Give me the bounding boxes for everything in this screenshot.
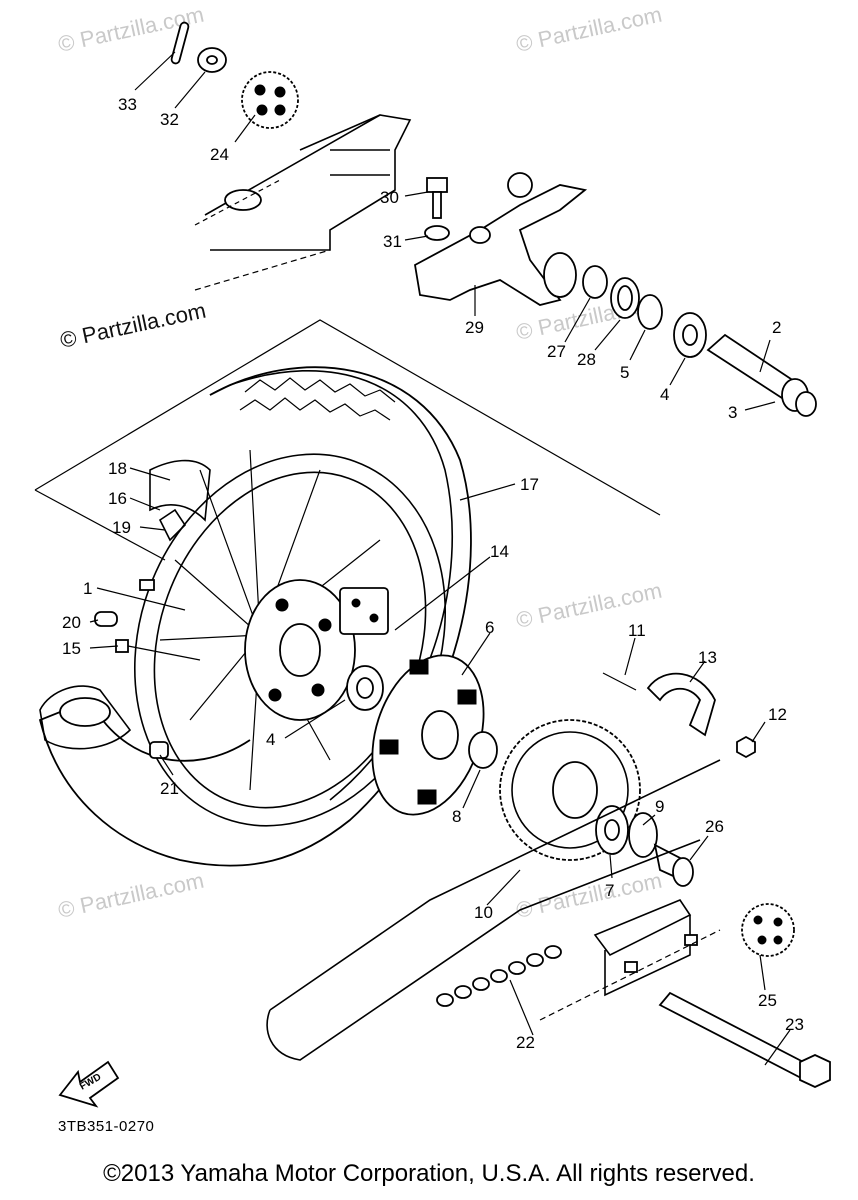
callout-12: 12 xyxy=(768,705,787,724)
tensioner-sprocket-top xyxy=(241,71,299,129)
bearing xyxy=(673,312,707,358)
callout-25: 24 xyxy=(210,145,229,164)
swingarm-top xyxy=(194,114,412,291)
castle-nut xyxy=(197,47,227,73)
tire-and-rim-outline-box xyxy=(34,319,661,561)
rim-band xyxy=(158,508,187,542)
callout-10: 10 xyxy=(474,903,493,922)
callout-3: 3 xyxy=(728,403,737,422)
callout-14: 14 xyxy=(490,542,509,561)
spacer xyxy=(637,294,663,330)
axle-collar xyxy=(582,265,608,299)
tensioner-sprocket-bottom xyxy=(741,903,795,957)
callout-6: 6 xyxy=(485,618,494,637)
callout-24: 25 xyxy=(758,991,777,1010)
callout-22: 22 xyxy=(516,1033,535,1052)
copyright-notice: ©2013 Yamaha Motor Corporation, U.S.A. A… xyxy=(103,1160,755,1187)
cotter-pin xyxy=(170,21,190,65)
watermark: © Partzilla.com xyxy=(56,868,206,923)
callout-2: 2 xyxy=(772,318,781,337)
callout-17: 17 xyxy=(520,475,539,494)
callout-32: 32 xyxy=(160,110,179,129)
callout-1: 1 xyxy=(83,579,92,598)
forward-arrow-icon: FWD xyxy=(58,1060,120,1108)
oil-seal xyxy=(610,277,640,319)
callout-8: 8 xyxy=(452,807,461,826)
callout-33: 33 xyxy=(118,95,137,114)
callout-4-top: 4 xyxy=(660,385,669,404)
watermark: © Partzilla.com xyxy=(514,2,664,57)
callout-27: 27 xyxy=(547,342,566,361)
callout-19: 19 xyxy=(112,518,131,537)
caliper-washer xyxy=(424,225,450,241)
callout-20: 20 xyxy=(62,613,81,632)
callout-30: 30 xyxy=(380,188,399,207)
tube xyxy=(39,685,132,750)
callout-31: 31 xyxy=(383,232,402,251)
valve-stem xyxy=(149,741,169,759)
spoke-nipple-set xyxy=(94,611,118,627)
callout-29: 29 xyxy=(465,318,484,337)
hub xyxy=(244,579,356,721)
spoke-screws xyxy=(115,579,201,661)
callout-11: 11 xyxy=(628,621,646,640)
oil-seal-right xyxy=(628,812,658,858)
caliper-bolt xyxy=(426,177,448,219)
bearing-right xyxy=(595,805,629,855)
swingarm-rear xyxy=(539,899,721,1021)
rim-tape xyxy=(149,459,211,522)
drive-chain xyxy=(266,759,721,1061)
watermark: © Partzilla.com xyxy=(58,298,208,353)
sprocket-bolt xyxy=(602,672,637,691)
callout-23: 23 xyxy=(785,1015,804,1034)
callout-4-bottom: 4 xyxy=(266,730,275,749)
caliper-bracket xyxy=(414,172,588,306)
callout-13: 13 xyxy=(698,648,717,667)
callout-16: 16 xyxy=(108,489,127,508)
callout-18: 18 xyxy=(108,459,127,478)
watermark: © Partzilla.com xyxy=(514,868,664,923)
collar-right xyxy=(653,843,694,887)
callout-9: 9 xyxy=(655,797,664,816)
callout-28: 28 xyxy=(577,350,596,369)
diagram-code: 3TB351-0270 xyxy=(58,1118,155,1135)
hub-damper xyxy=(339,587,389,635)
sprocket-nut xyxy=(736,735,756,759)
hub-bearing xyxy=(346,665,384,711)
axle-spacer-tube xyxy=(706,333,817,417)
collar xyxy=(468,731,498,769)
callout-7: 7 xyxy=(605,881,614,900)
clutch-hub xyxy=(371,654,485,816)
leader-lines xyxy=(89,51,791,1066)
rear-axle xyxy=(658,991,831,1088)
callout-26: 26 xyxy=(705,817,724,836)
callout-15: 15 xyxy=(62,639,81,658)
callout-5: 5 xyxy=(620,363,629,382)
lock-washer xyxy=(646,672,716,737)
callout-21: 21 xyxy=(160,779,179,798)
